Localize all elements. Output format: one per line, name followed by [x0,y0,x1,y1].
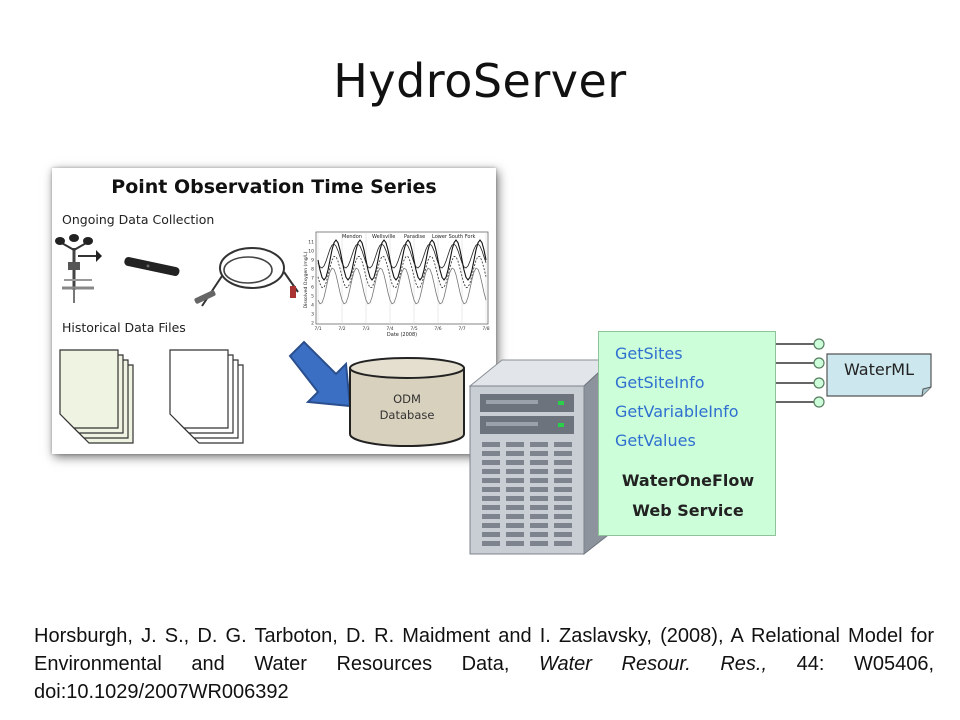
method-getsiteinfo[interactable]: GetSiteInfo [615,373,705,392]
chart-y-tick: 4 [311,303,314,309]
chart-series-line [317,243,487,269]
waterml-document-icon [826,353,932,397]
connector-line [776,377,825,389]
chart-legend-mendon: Mendon [342,234,362,240]
connector-line [776,396,825,408]
citation: Horsburgh, J. S., D. G. Tarboton, D. R. … [34,625,935,703]
chart-x-tick: 7/6 [434,326,441,332]
chart-y-tick: 3 [311,312,314,318]
chart-x-tick: 7/4 [386,326,393,332]
chart-x-tick: 7/3 [362,326,369,332]
service-connectors [776,338,825,408]
chart-x-tick: 7/1 [314,326,321,332]
chart-y-tick: 9 [311,258,314,264]
chart-y-label: Dissolved Oxygen (mg/L) [303,251,309,308]
file-stack-icon [169,349,244,444]
sensor-devices [55,234,299,307]
journal-name: Water Resour. Res., [538,653,768,675]
method-getsites[interactable]: GetSites [615,344,683,363]
panel-title: Point Observation Time Series [111,176,437,198]
chart-series-line [317,239,487,281]
chart-series-line [317,255,487,289]
database-label: ODM Database [379,392,435,422]
chart-legend-wellsville: Wellsville [372,234,395,240]
database-icon [349,357,465,447]
anemometer-icon [55,234,102,303]
web-service-title-line1: WaterOneFlow [621,471,755,490]
chart-y-tick: 7 [311,276,314,282]
chart-y-tick: 2 [311,321,314,327]
historical-data-label: Historical Data Files [62,320,186,335]
chart-series-line [317,267,487,305]
connector-line [776,338,825,350]
point-observation-panel: Point Observation Time Series Ongoing Da… [52,168,496,454]
method-getvariableinfo[interactable]: GetVariableInfo [615,402,739,421]
cable-sensor-icon [194,247,299,307]
dissolved-oxygen-mini-chart: Mendon Wellsville Paradise Lower South F… [303,231,490,338]
file-stack-icon [59,349,134,444]
chart-x-tick: 7/8 [482,326,489,332]
chart-y-tick: 5 [311,294,314,300]
method-getvalues[interactable]: GetValues [615,431,696,450]
chart-x-tick: 7/5 [410,326,417,332]
chart-y-tick: 8 [311,267,314,273]
arrow-icon [288,340,352,408]
chart-legend-paradise: Paradise [404,234,425,240]
chart-y-tick: 10 [308,249,314,255]
web-service-title-line2: Web Service [632,501,744,520]
ongoing-data-label: Ongoing Data Collection [62,212,215,227]
wateroneflow-web-service: GetSites GetSiteInfo GetVariableInfo Get… [598,331,776,536]
logger-probe-icon [124,257,180,276]
connector-line [776,357,825,369]
waterml-label: WaterML [843,360,914,379]
chart-y-tick: 6 [311,285,314,291]
chart-y-tick: 11 [308,240,314,246]
historical-files [59,349,244,444]
page-title: HydroServer [333,54,627,108]
chart-x-label: Date (2008) [387,332,417,338]
chart-x-tick: 7/2 [338,326,345,332]
server-icon [468,358,614,556]
chart-legend-lower-south-fork: Lower South Fork [432,234,476,240]
chart-x-tick: 7/7 [458,326,465,332]
